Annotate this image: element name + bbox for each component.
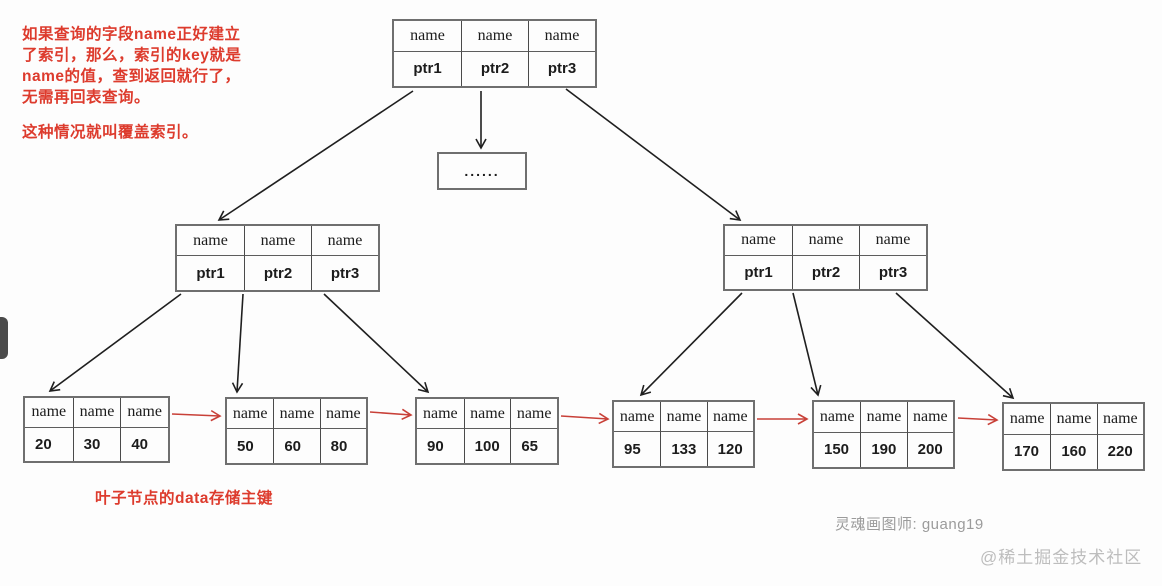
leaf-primary-key: 50 <box>237 437 254 455</box>
leaf-node-4: name name name 95 133 120 <box>612 400 755 468</box>
node-key: name <box>25 398 73 428</box>
node-key: name <box>244 226 311 257</box>
node-key: name <box>461 21 528 52</box>
root-node: name name name ptr1 ptr2 ptr3 <box>392 19 597 88</box>
node-pointer: ptr2 <box>244 256 311 290</box>
node-pointer: ptr3 <box>311 256 378 290</box>
node-key: name <box>725 226 792 256</box>
leaf-primary-key: 220 <box>1096 434 1143 469</box>
leaf-primary-key: 40 <box>120 427 168 461</box>
leaf-node-1: name name name 20 30 40 <box>23 396 170 463</box>
node-key: name <box>273 399 320 430</box>
leaf-primary-key: 95 <box>624 440 641 458</box>
node-key: name <box>814 402 861 433</box>
annotation-term: 这种情况就叫覆盖索引。 <box>22 124 199 141</box>
node-pointer: ptr1 <box>196 264 225 282</box>
leaf-primary-key: 150 <box>824 441 850 459</box>
leaf-primary-key: 65 <box>510 429 557 463</box>
leaf-primary-key: 100 <box>463 429 511 463</box>
leaf-node-6: name name name 170 160 220 <box>1002 402 1145 471</box>
ellipsis-node: ...... <box>437 152 527 190</box>
node-key: name <box>510 399 557 430</box>
node-key: name <box>860 402 907 433</box>
artist-credit: 灵魂画图师: guang19 <box>835 516 984 533</box>
leaf-node-3: name name name 90 100 65 <box>415 397 559 465</box>
internal-node-left: name name name ptr1 ptr2 ptr3 <box>175 224 380 292</box>
leaf-primary-key: 160 <box>1050 434 1096 469</box>
node-key: name <box>311 226 378 257</box>
leaf-primary-key: 190 <box>860 432 906 467</box>
left-edge-tab <box>0 317 8 359</box>
community-watermark: @稀土掘金技术社区 <box>980 548 1143 567</box>
node-pointer: ptr1 <box>413 60 442 78</box>
node-pointer: ptr3 <box>859 255 926 289</box>
annotation-line: 无需再回表查询。 <box>22 89 151 106</box>
annotation-line: 如果查询的字段name正好建立 <box>22 26 241 43</box>
node-pointer: ptr1 <box>744 263 773 281</box>
leaf-primary-key: 170 <box>1014 443 1040 461</box>
node-key: name <box>706 402 753 433</box>
node-key: name <box>177 226 244 257</box>
internal-node-right: name name name ptr1 ptr2 ptr3 <box>723 224 928 291</box>
node-key: name <box>120 398 168 428</box>
node-key: name <box>614 402 661 433</box>
node-key: name <box>660 402 707 433</box>
node-key: name <box>72 398 121 428</box>
node-key: name <box>792 226 859 256</box>
node-key: name <box>1096 404 1143 435</box>
node-key: name <box>417 399 464 430</box>
leaf-primary-key: 20 <box>35 435 52 453</box>
leaf-primary-key: 60 <box>273 429 319 463</box>
node-key: name <box>394 21 461 52</box>
node-pointer: ptr2 <box>792 255 859 289</box>
covering-index-annotation: 如果查询的字段name正好建立 了索引，那么，索引的key就是 name的值，查… <box>22 24 241 143</box>
node-key: name <box>528 21 595 52</box>
node-key: name <box>463 399 511 430</box>
annotation-line: 了索引，那么，索引的key就是 <box>22 47 242 64</box>
leaf-primary-key: 133 <box>660 432 706 466</box>
node-key: name <box>859 226 926 256</box>
leaf-primary-key: 120 <box>706 432 753 466</box>
leaf-primary-key: 80 <box>319 429 366 463</box>
node-key: name <box>906 402 953 433</box>
leaf-node-5: name name name 150 190 200 <box>812 400 955 469</box>
node-pointer: ptr2 <box>461 51 528 86</box>
node-key: name <box>1050 404 1097 435</box>
node-key: name <box>227 399 274 430</box>
leaf-data-annotation: 叶子节点的data存储主键 <box>95 490 273 507</box>
leaf-node-2: name name name 50 60 80 <box>225 397 368 465</box>
leaf-primary-key: 200 <box>906 432 953 467</box>
node-pointer: ptr3 <box>528 51 595 86</box>
leaf-primary-key: 30 <box>72 427 121 461</box>
annotation-line: name的值，查到返回就行了， <box>22 68 241 85</box>
leaf-primary-key: 90 <box>427 437 444 455</box>
node-key: name <box>1004 404 1051 435</box>
node-key: name <box>319 399 366 430</box>
